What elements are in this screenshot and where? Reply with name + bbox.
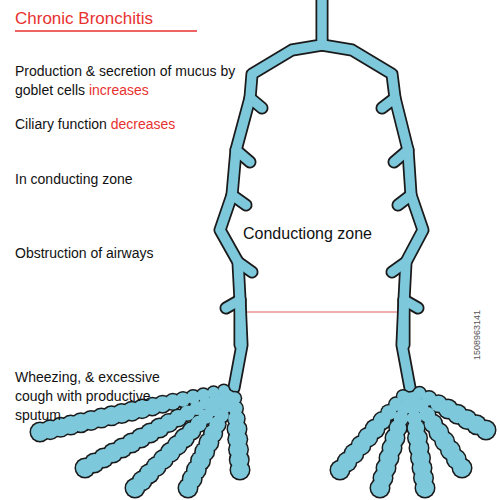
note-text: Wheezing, & excessive cough with product… [15,368,180,425]
zone-boundary [235,312,408,313]
airway-lumen [392,262,406,272]
note-group: Production & secretion of mucus by goble… [15,62,240,100]
airway-outline [322,45,423,388]
note-text: Obstruction of airways [15,244,215,263]
zone-label: Conductiong zone [243,223,403,244]
airway-lumen [238,262,252,272]
airway-lumen [250,98,262,108]
alveolus [477,421,495,439]
title: Chronic Bronchitis [15,8,153,30]
alveolus [179,479,197,497]
airway-lumen [394,150,408,162]
note-text: In conducting zone [15,170,215,189]
alveolus [231,461,249,479]
watermark-id: 1508963141 [472,310,482,360]
bronchial-tree [220,0,423,388]
alveolus [416,479,434,497]
airway-lumen [398,195,411,205]
note-text: Ciliary function [15,116,107,132]
airway-outline [234,300,247,345]
alveolus [126,479,144,497]
alveolus [331,461,349,479]
alveolus [31,423,49,441]
airway-lumen [382,98,395,108]
alveolus [371,479,389,497]
airway-outline [398,300,411,345]
note-group: Ciliary function decreases [15,115,240,134]
airway-lumen [220,0,322,388]
airway-outline [220,0,322,388]
change-word: increases [89,82,149,98]
airway-lumen [235,300,245,345]
change-word: decreases [111,116,176,132]
airway-lumen [232,195,246,205]
title-underline [15,30,197,32]
airway-lumen [399,300,409,345]
alveolus [76,459,94,477]
airway-lumen [236,150,250,162]
airway-lumen [322,45,423,388]
alveolus [453,459,471,477]
